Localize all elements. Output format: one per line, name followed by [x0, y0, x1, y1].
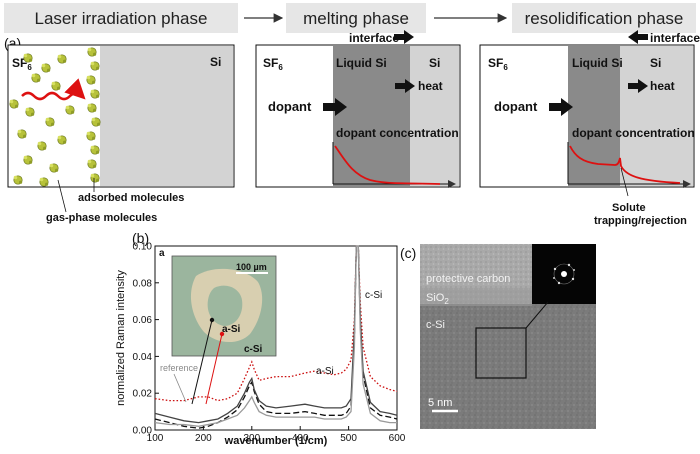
phase-label-melting: melting phase: [303, 9, 409, 28]
molecule-icon: [24, 156, 33, 165]
dopant-label: dopant: [268, 99, 312, 114]
panel-melting: interface SF6 Liquid Si Si heat dopant d…: [256, 30, 460, 187]
concentration-label: dopant concentration: [336, 126, 459, 140]
molecule-icon: [14, 176, 23, 185]
concentration-label: dopant concentration: [572, 126, 695, 140]
x-axis-label: wavenumber (1/cm): [224, 435, 328, 447]
molecule-icon: [26, 108, 34, 117]
solute-label-line2: trapping/rejection: [594, 215, 687, 227]
inset-c-si-label: c-Si: [244, 344, 263, 355]
molecule-icon: [66, 106, 75, 115]
annotation-a-si: a-Si: [316, 366, 334, 377]
molecule-icon: [24, 54, 33, 62]
x-tick-label: 600: [389, 433, 406, 444]
y-tick-label: 0.02: [133, 389, 153, 400]
si-label: Si: [210, 55, 221, 69]
si-label: Si: [429, 56, 440, 70]
molecule-icon: [58, 55, 66, 63]
molecule-icon: [18, 130, 27, 139]
molecule-icon: [40, 178, 49, 187]
y-axis-label: normalized Raman intensity: [115, 270, 127, 406]
x-tick-label: 500: [340, 433, 357, 444]
c-si-label: c-Si: [426, 319, 445, 331]
tem-image: protective carbon SiO2 c-Si 5 nm: [420, 244, 596, 429]
molecule-icon: [88, 48, 97, 56]
molecule-icon: [38, 142, 47, 151]
panel-resolidification: interface SF6 Liquid Si Si heat dopant d…: [480, 30, 700, 196]
molecule-icon: [52, 82, 61, 91]
molecule-icon: [92, 118, 101, 127]
inset-a-si-label: a-Si: [222, 324, 241, 335]
panel-laser: SF6 Si: [8, 45, 234, 187]
molecule-icon: [91, 62, 100, 70]
molecule-icon: [10, 100, 19, 109]
liquid-si-label: Liquid Si: [572, 56, 623, 70]
molecule-icon: [87, 76, 96, 85]
molecule-icon: [88, 160, 97, 169]
phase-label-laser: Laser irradiation phase: [35, 9, 208, 28]
scale-label: 5 nm: [428, 397, 452, 409]
y-tick-label: 0.06: [133, 315, 153, 326]
si-label: Si: [650, 56, 661, 70]
x-tick-label: 200: [195, 433, 212, 444]
reference-label: reference: [160, 363, 198, 373]
molecule-icon: [91, 174, 100, 183]
y-tick-label: 0.08: [133, 278, 153, 289]
liquid-si-label: Liquid Si: [336, 56, 387, 70]
molecule-icon: [32, 74, 41, 83]
molecule-icon: [50, 164, 59, 173]
gas-phase-label: gas-phase molecules: [46, 212, 157, 224]
adsorbed-label: adsorbed molecules: [78, 192, 184, 204]
y-tick-label: 0.04: [133, 352, 153, 363]
molecule-icon: [58, 136, 66, 145]
annotation-c-si: c-Si: [365, 290, 382, 301]
solute-label-line1: Solute: [612, 202, 646, 214]
protective-carbon-label: protective carbon: [426, 273, 510, 285]
molecule-icon: [91, 146, 100, 155]
y-tick-label: 0.10: [133, 242, 153, 253]
molecule-icon: [88, 104, 97, 113]
dopant-label: dopant: [494, 99, 538, 114]
molecule-icon: [87, 132, 96, 141]
heat-label: heat: [418, 79, 443, 93]
panel-label-c: (c): [400, 245, 416, 261]
molecule-icon: [46, 118, 55, 127]
heat-label: heat: [650, 79, 675, 93]
molecule-icon: [91, 90, 100, 99]
y-tick-label: 0.00: [133, 426, 153, 437]
phase-label-resolidification: resolidification phase: [525, 9, 684, 28]
molecule-icon: [42, 64, 51, 72]
interface-label: interface: [650, 31, 700, 45]
inset-scale-label: 100 µm: [236, 262, 267, 272]
interface-label: interface: [349, 31, 399, 45]
chart-title: a: [159, 248, 165, 259]
